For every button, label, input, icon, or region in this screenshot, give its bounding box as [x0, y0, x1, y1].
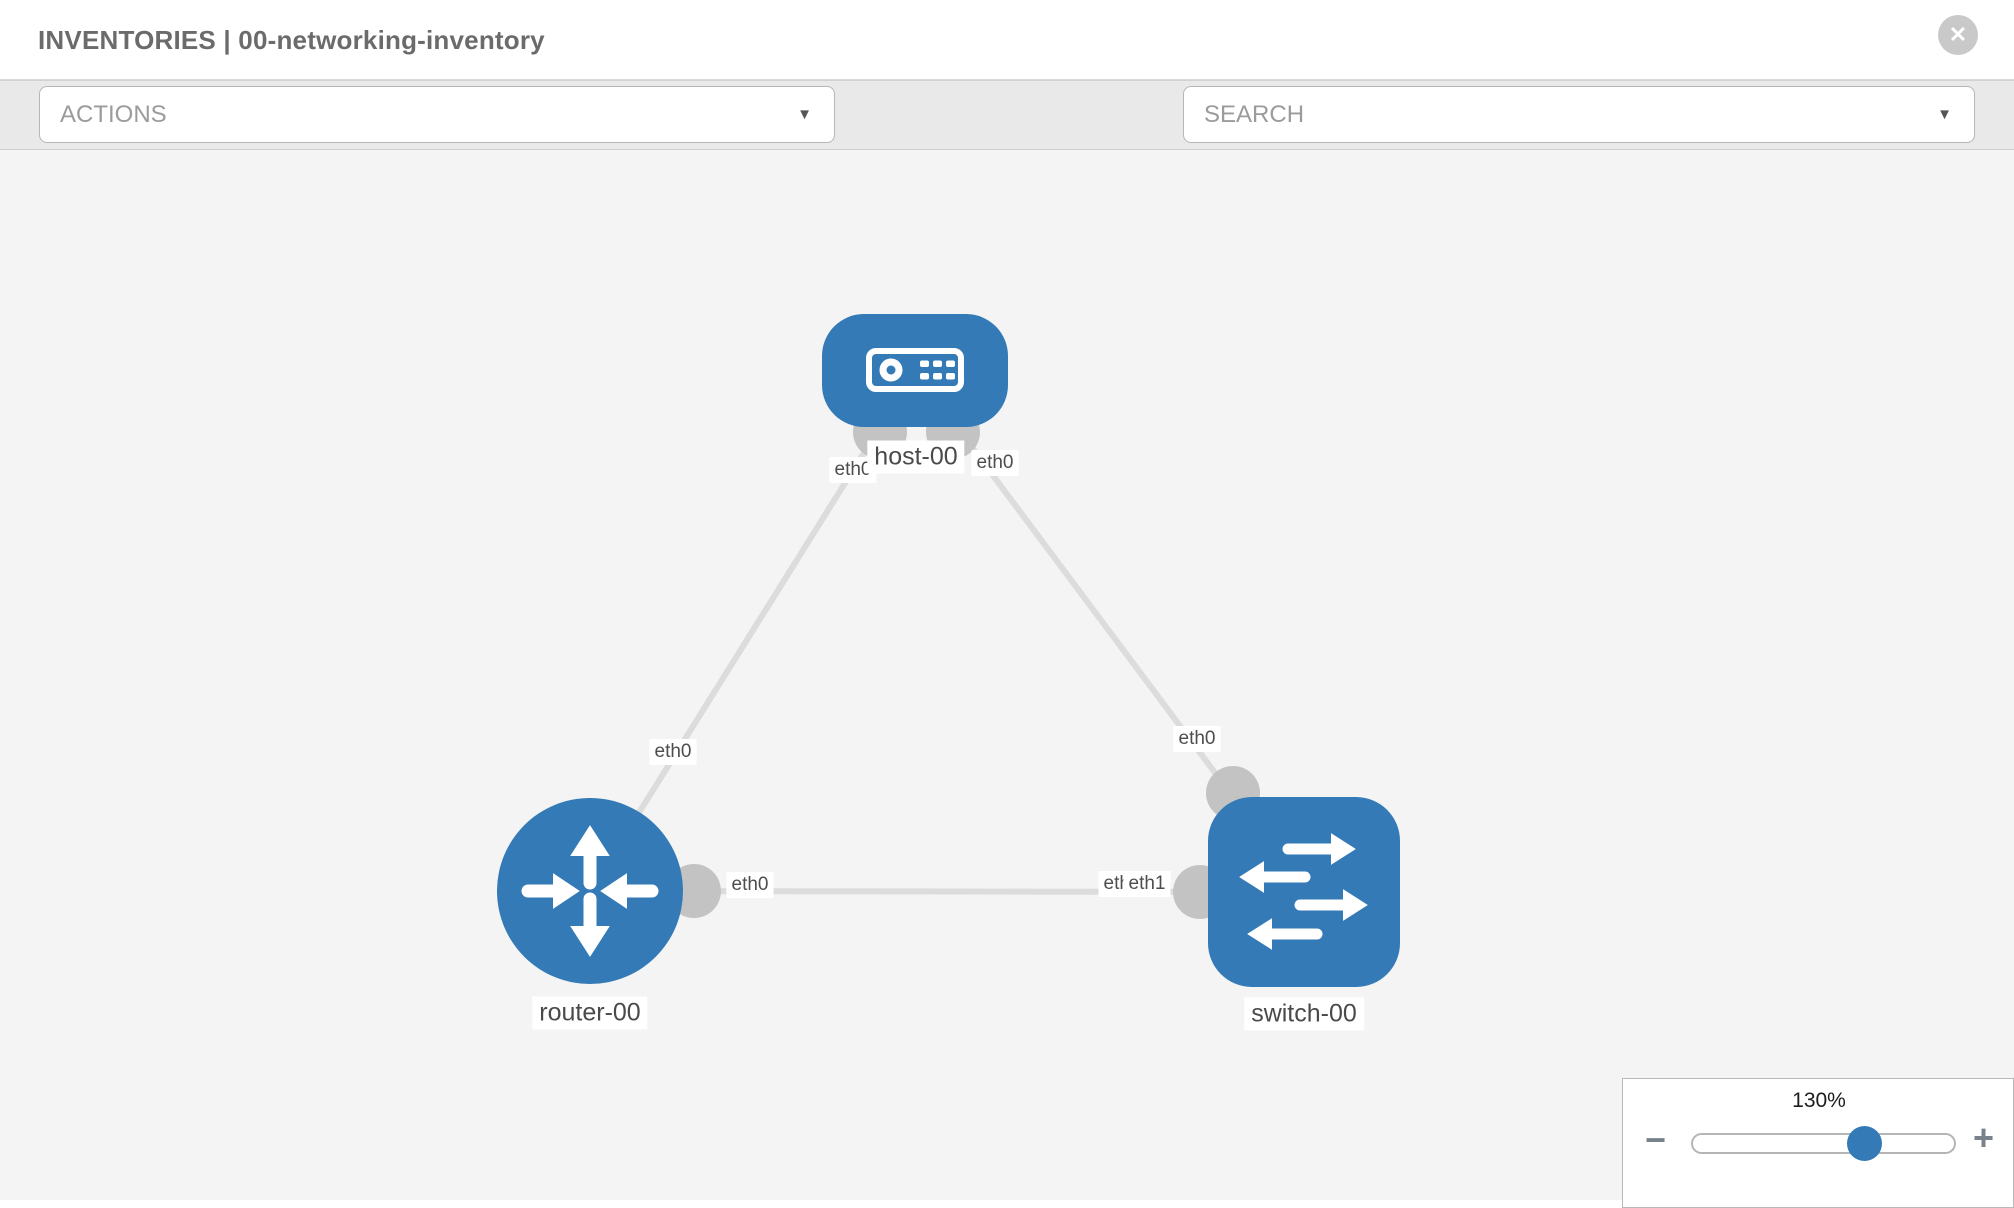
chevron-down-icon: ▼	[797, 106, 812, 123]
actions-dropdown-label: ACTIONS	[60, 101, 167, 128]
iface-label: eth0	[726, 872, 774, 898]
router-icon	[521, 825, 659, 957]
zoom-slider-thumb[interactable]	[1847, 1126, 1882, 1161]
host-icon	[866, 348, 964, 392]
iface-label: eth0	[1173, 726, 1221, 752]
close-icon[interactable]: ✕	[1938, 15, 1978, 55]
node-label-router: router-00	[532, 996, 648, 1030]
search-dropdown[interactable]: SEARCH ▼	[1183, 86, 1975, 143]
zoom-level: 130%	[1792, 1089, 1846, 1112]
toolbar: ACTIONS ▼ SEARCH ▼	[0, 80, 2014, 217]
node-label-host: host-00	[867, 440, 965, 474]
node-label-switch: switch-00	[1244, 997, 1364, 1031]
zoom-out-button[interactable]: −	[1645, 1119, 1667, 1160]
node-switch[interactable]	[1208, 797, 1400, 987]
page-title: INVENTORIES | 00-networking-inventory	[38, 25, 545, 55]
iface-label: eth0	[649, 739, 697, 765]
zoom-panel: 130% − +	[1622, 1078, 2014, 1208]
header-bar: INVENTORIES | 00-networking-inventory ✕	[0, 0, 2014, 80]
search-dropdown-label: SEARCH	[1204, 101, 1305, 128]
iface-label: eth1	[1123, 871, 1171, 897]
zoom-slider-track[interactable]	[1691, 1133, 1956, 1154]
topology-canvas[interactable]: eth0 eth0 eth0 eth0 eth0 eth0 eth1 host-…	[0, 150, 2014, 1200]
node-host[interactable]	[822, 314, 1008, 427]
iface-label: eth0	[971, 450, 1019, 476]
node-router[interactable]	[497, 798, 683, 984]
zoom-in-button[interactable]: +	[1973, 1117, 1995, 1158]
switch-icon	[1239, 833, 1368, 950]
actions-dropdown[interactable]: ACTIONS ▼	[39, 86, 835, 143]
chevron-down-icon: ▼	[1937, 106, 1952, 123]
